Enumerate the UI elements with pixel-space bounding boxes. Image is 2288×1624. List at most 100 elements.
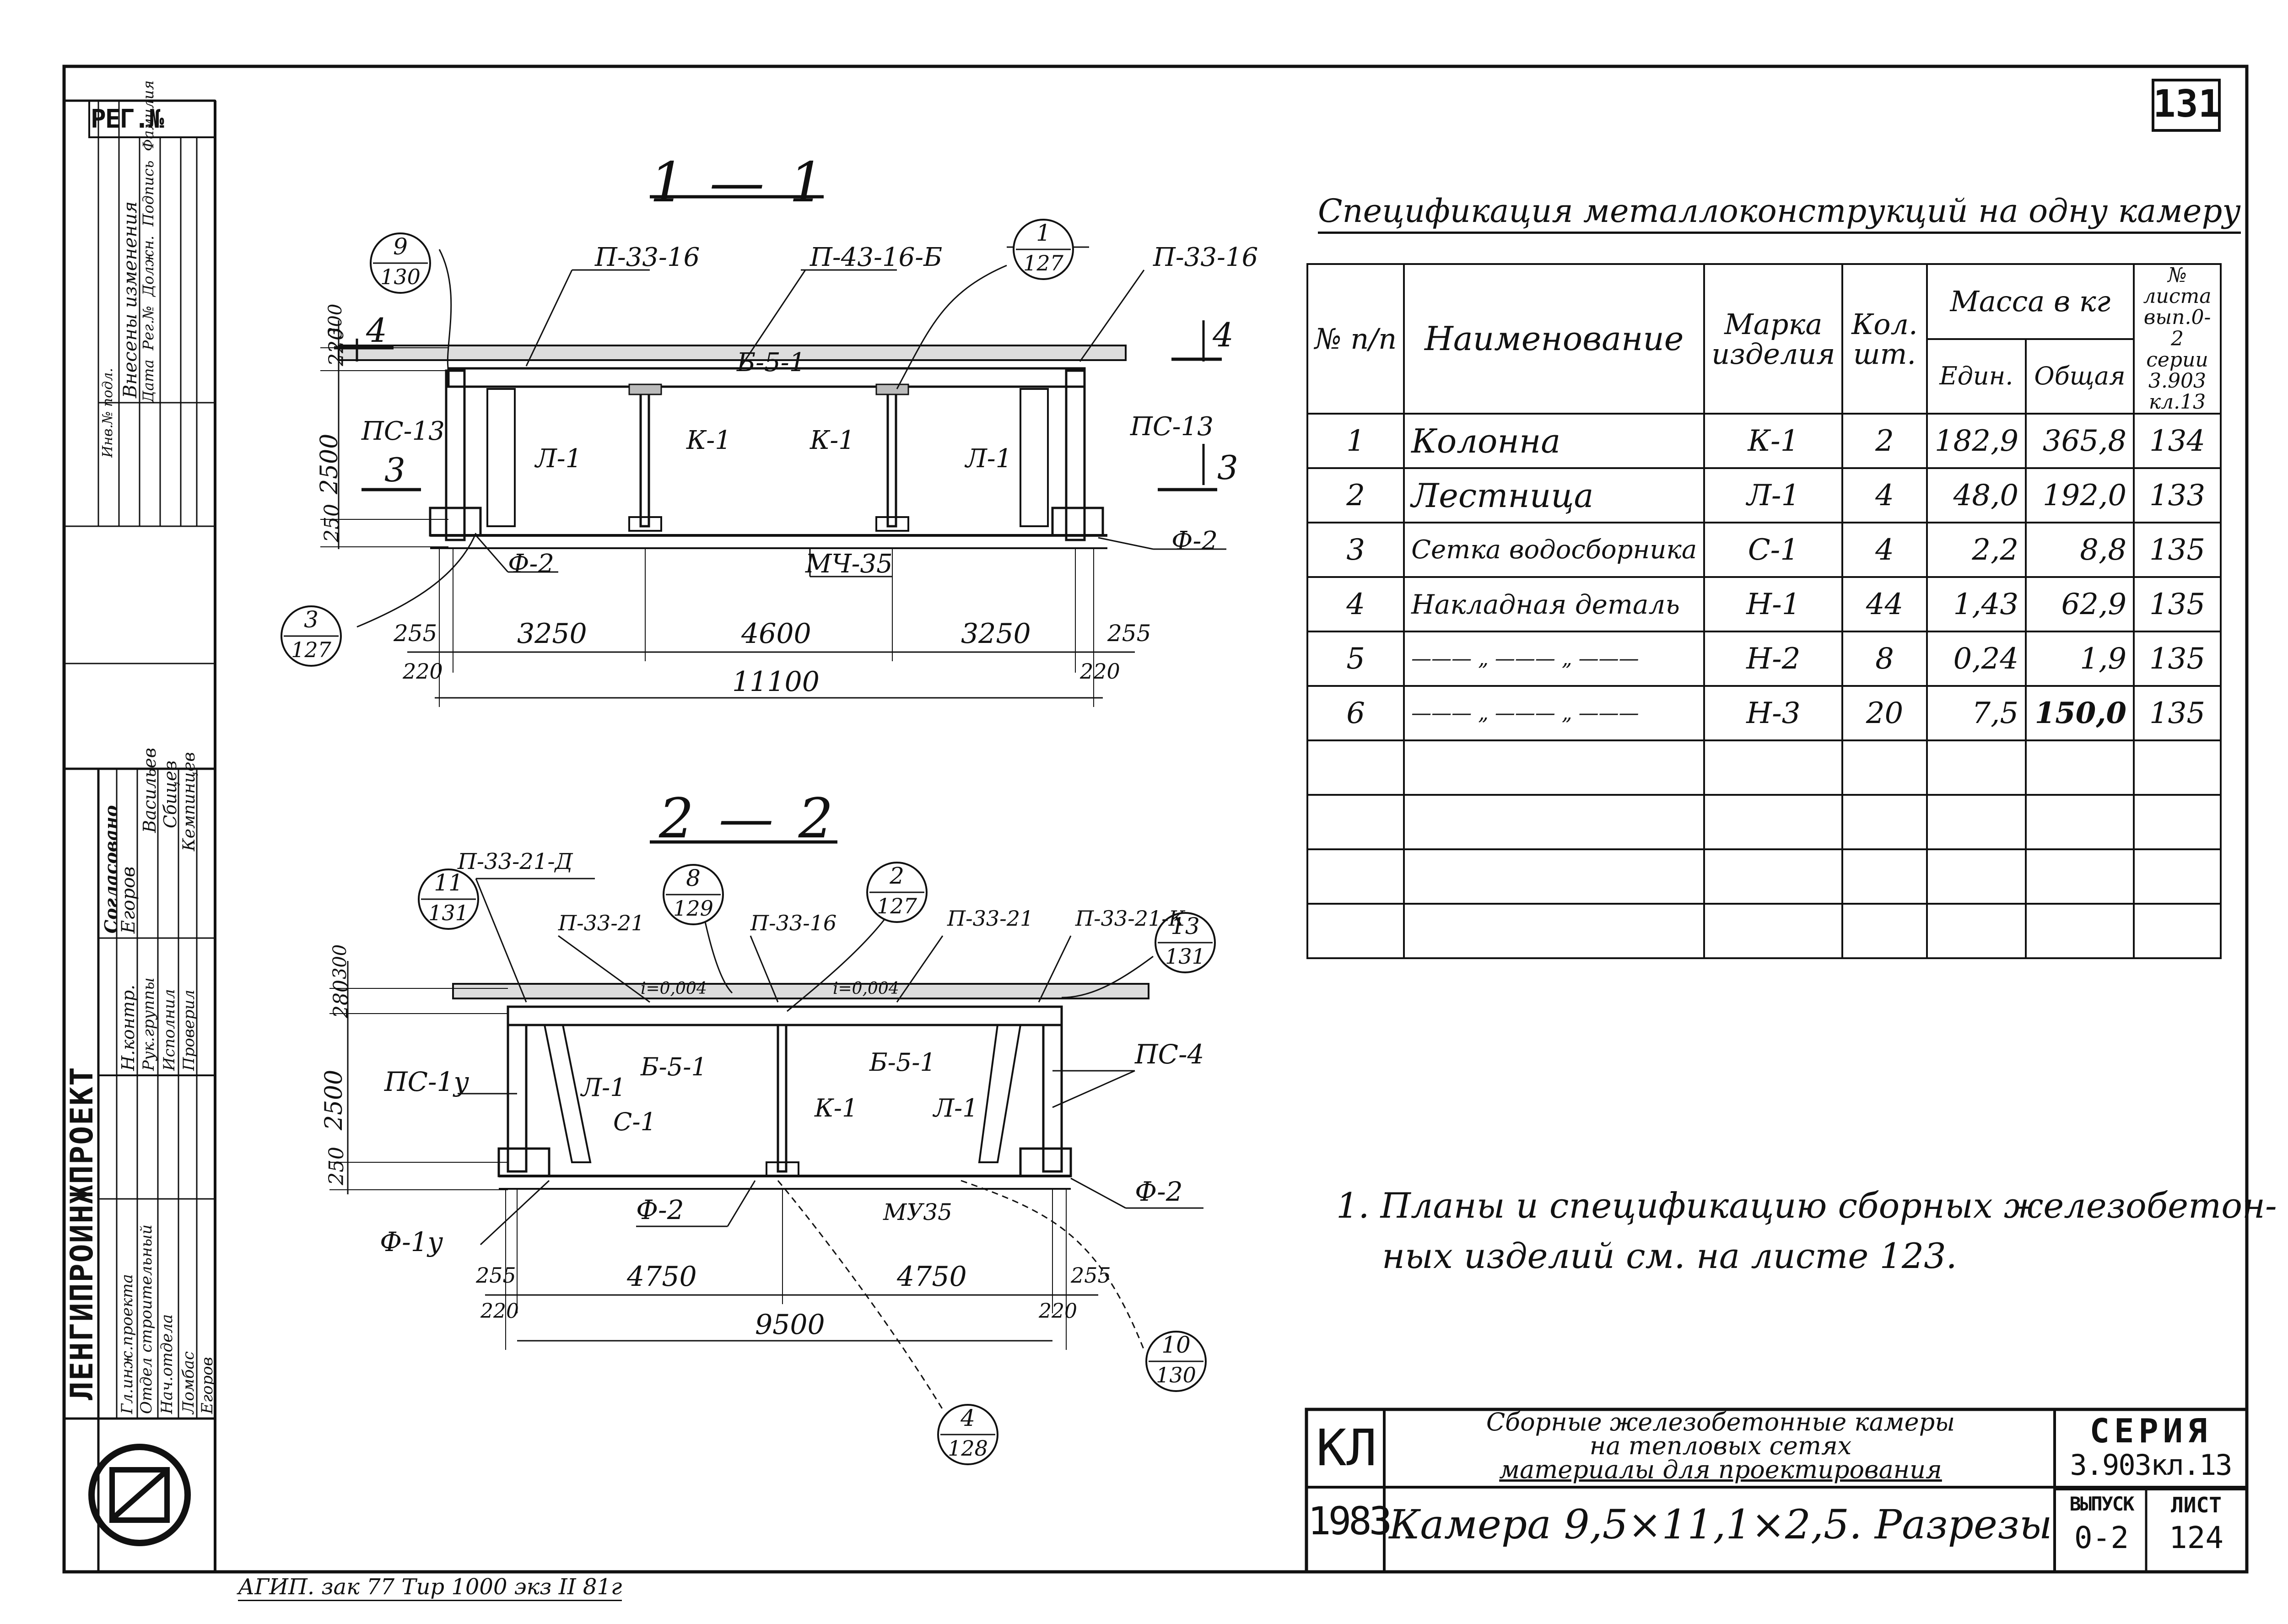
section2-title: 2 — 2	[659, 787, 837, 851]
table-cell: Колонна	[1403, 413, 1705, 469]
table-row	[1306, 903, 2222, 960]
s2-dim-d: 255	[1071, 1263, 1111, 1288]
s1-callout-2-bottom: 127	[1023, 251, 1063, 275]
s2-dim-a: 255	[476, 1263, 516, 1288]
s2-label-top-c: П-33-16	[750, 911, 837, 935]
table-cell: 2	[1306, 467, 1405, 524]
table-cell: 135	[2133, 631, 2222, 687]
s2-label-floor: МУ35	[883, 1199, 952, 1225]
table-cell: 0,24	[1926, 631, 2027, 687]
title-main: Камера 9,5×11,1×2,5. Разрезы	[1389, 1501, 2052, 1548]
spec-header-row: № п/п Наименование Марка изделия Кол. шт…	[1306, 263, 2222, 415]
table-cell: 1,43	[1926, 576, 2027, 633]
s2-callout-3-top: 2	[890, 863, 904, 889]
s2-label-found-left: Ф-1у	[380, 1226, 443, 1257]
spec-title: Спецификация металлоконструкций на одну …	[1318, 192, 2241, 234]
table-cell: 135	[2133, 685, 2222, 742]
s2-label-wall-left: ПС-1у	[384, 1066, 469, 1097]
s1-label-col-right: К-1	[810, 426, 855, 455]
s2-callout-4-bottom: 131	[1165, 944, 1205, 969]
table-cell	[1703, 739, 1844, 796]
spec-header-num: № п/п	[1306, 263, 1405, 415]
s1-dim-total: 11100	[732, 666, 820, 698]
s2-callout-1-bottom: 131	[428, 901, 469, 925]
table-cell	[2133, 903, 2222, 960]
table-cell: 62,9	[2025, 576, 2135, 633]
table-cell	[1926, 848, 2027, 905]
s2-dim-c: 4750	[897, 1261, 967, 1293]
s2-dim-b: 4750	[627, 1261, 697, 1293]
s2-label-top-e: П-33-21-К	[1075, 906, 1185, 931]
table-cell: 2,2	[1926, 522, 2027, 578]
s1-dim-b: 3250	[517, 618, 587, 650]
s2-label-top-b: П-33-21	[558, 911, 645, 935]
table-cell: 135	[2133, 522, 2222, 578]
s1-label-found-right: Ф-2	[1171, 526, 1218, 556]
table-cell: К-1	[1703, 413, 1844, 469]
note-line-2: ных изделий см. на листе 123.	[1382, 1236, 1957, 1276]
s1-dim-c: 4600	[741, 618, 811, 650]
table-cell: ——— „ ——— „ ———	[1403, 631, 1705, 687]
s2-label-found-mid: Ф-2	[636, 1194, 684, 1225]
table-cell: 44	[1841, 576, 1928, 633]
table-cell	[1306, 794, 1405, 851]
s2-label-top-a: П-33-21-Д	[458, 849, 573, 874]
table-cell	[1841, 848, 1928, 905]
s2-callout-4-top: 13	[1171, 913, 1200, 939]
table-cell	[1306, 739, 1405, 796]
spec-header-sheet: № листа вып.0-2 серии 3.903 кл.13	[2133, 263, 2222, 415]
s2-label-col: К-1	[815, 1094, 858, 1122]
s1-label-found-left: Ф-2	[508, 549, 555, 579]
spec-header-name: Наименование	[1403, 263, 1705, 415]
table-row	[1306, 739, 2222, 796]
reg-label: РЕГ.№	[91, 104, 164, 134]
spec-header-total: Общая	[2025, 338, 2135, 415]
spec-header-mass: Масса в кг	[1926, 263, 2135, 340]
table-cell	[1841, 903, 1928, 960]
table-cell: Л-1	[1703, 467, 1844, 524]
s2-callout-3-bottom: 127	[877, 894, 917, 918]
table-cell	[2133, 848, 2222, 905]
note-line-1: 1. Планы и спецификацию сборных железобе…	[1336, 1185, 2277, 1226]
table-cell: 134	[2133, 413, 2222, 469]
spec-header-mark: Марка изделия	[1703, 263, 1844, 415]
table-cell: 1,9	[2025, 631, 2135, 687]
s2-label-grate: С-1	[613, 1107, 656, 1136]
table-cell	[1926, 739, 2027, 796]
table-cell	[1926, 903, 2027, 960]
table-cell: 4	[1306, 576, 1405, 633]
s1-label-col-left: К-1	[686, 426, 731, 455]
spec-header-qty: Кол. шт.	[1841, 263, 1928, 415]
s1-dim-d: 3250	[961, 618, 1031, 650]
table-cell	[2133, 794, 2222, 851]
table-cell	[1403, 848, 1705, 905]
title-desc-line-3: материалы для проектирования	[1499, 1455, 1942, 1484]
s2-label-stair-right: Л-1	[934, 1094, 978, 1122]
s2-callout-2-top: 8	[686, 865, 701, 891]
s2-callout-2-bottom: 129	[673, 896, 713, 921]
s1-cut-mid-left: 3	[384, 451, 405, 489]
table-cell: Накладная деталь	[1403, 576, 1705, 633]
table-cell	[1306, 848, 1405, 905]
title-desc: Сборные железобетонные камеры на тепловы…	[1387, 1410, 2055, 1482]
s1-dim-g: 220	[1080, 659, 1120, 684]
table-cell	[1926, 794, 2027, 851]
table-cell: 8	[1841, 631, 1928, 687]
s2-label-beam-left: Б-5-1	[641, 1052, 707, 1081]
s1-dim-f: 220	[403, 659, 443, 684]
table-cell: Лестница	[1403, 467, 1705, 524]
table-cell	[1703, 794, 1844, 851]
table-cell: 192,0	[2025, 467, 2135, 524]
table-cell: Сетка водосборника	[1403, 522, 1705, 578]
s1-callout-3-bottom: 127	[291, 637, 331, 662]
table-cell: 8,8	[2025, 522, 2135, 578]
title-desc-line-2: на тепловых сетях	[1589, 1431, 1852, 1460]
s1-dim-a: 255	[394, 620, 437, 647]
s1-cut-mid-right: 3	[1217, 448, 1238, 487]
table-cell	[1841, 739, 1928, 796]
